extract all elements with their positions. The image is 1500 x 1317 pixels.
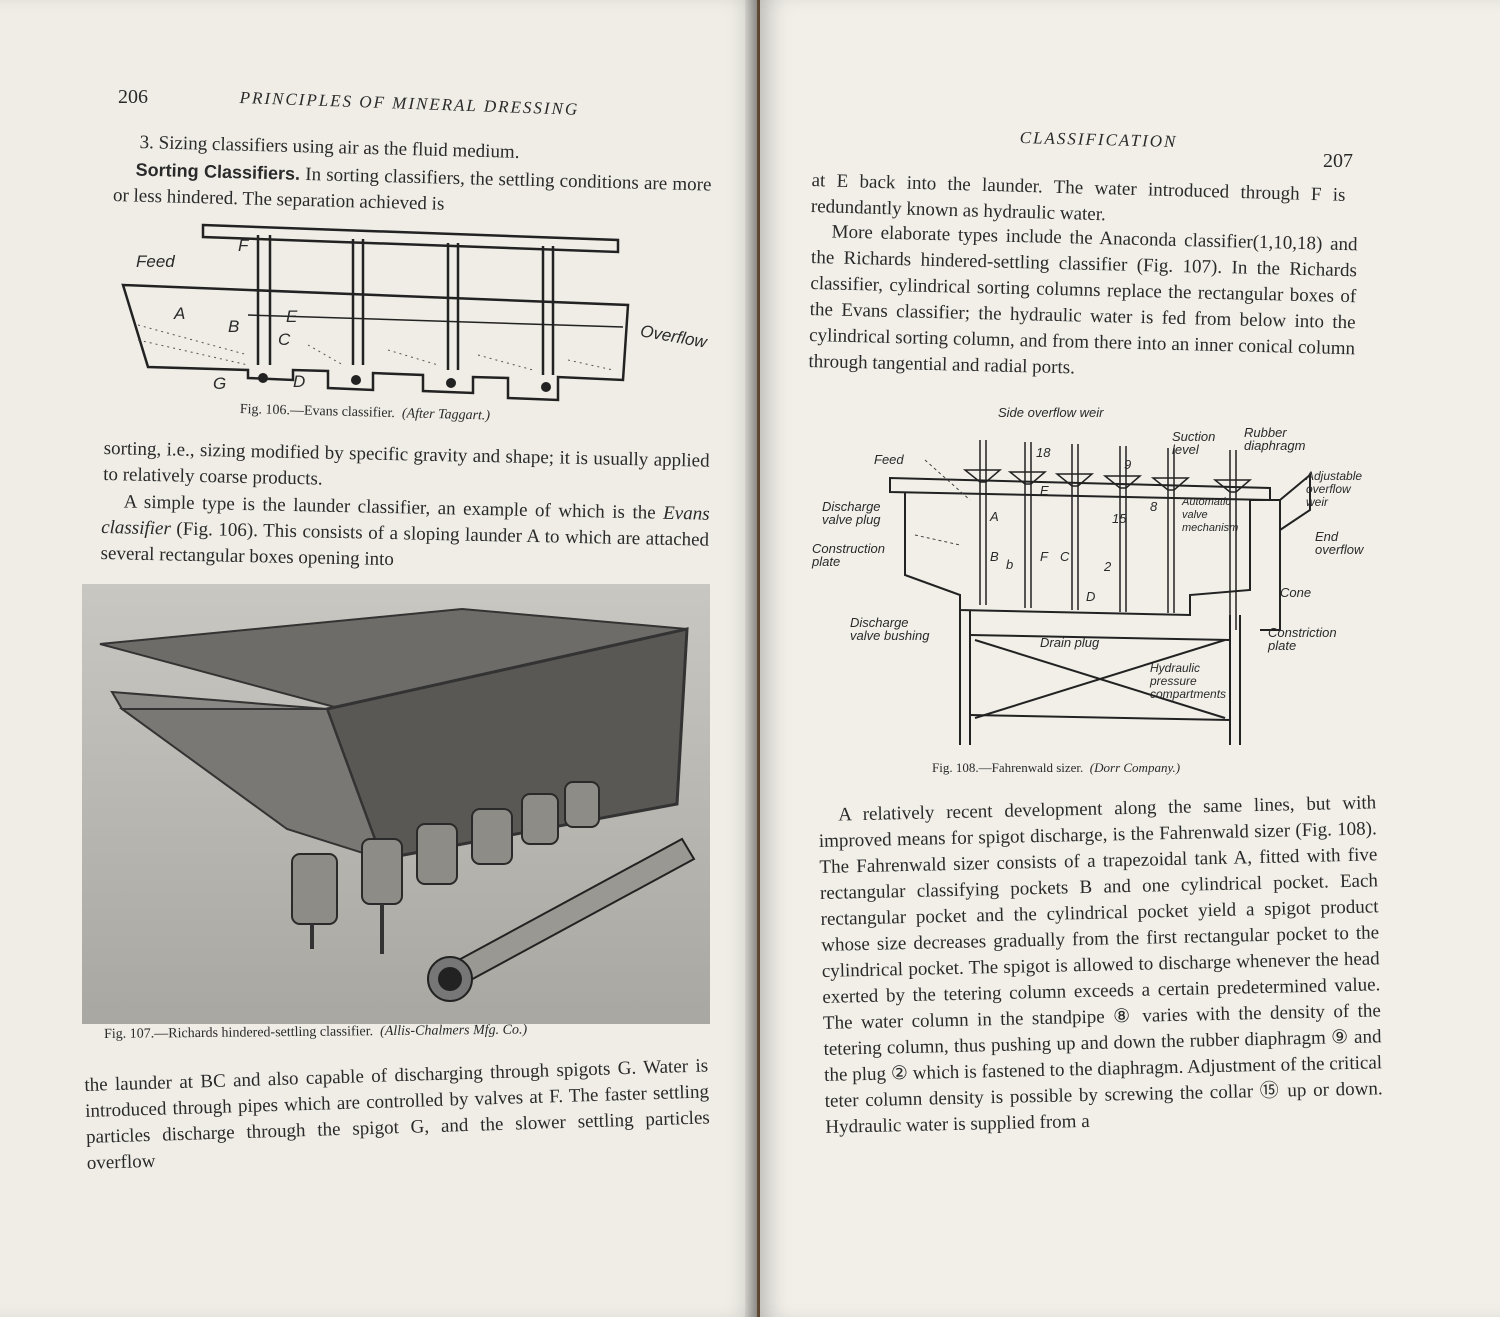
fig108-label-side-overflow-weir: Side overflow weir [998, 405, 1104, 420]
page-number-right: 207 [1323, 150, 1353, 172]
fig106-label-G: G [213, 374, 227, 393]
fig108-label-feed: Feed [874, 452, 904, 467]
fig106-label-E: E [286, 307, 298, 326]
fig108-label-end-overflow: End overflow [1315, 529, 1364, 557]
figure-108-fahrenwald-sizer: Side overflow weir Suction level Rubber … [810, 400, 1370, 760]
richards-classifier-photo [82, 584, 710, 1024]
running-head-left: PRINCIPLES OF MINERAL DRESSING [239, 88, 580, 119]
fig107-caption-main: Fig. 107.—Richards hindered-settling cla… [104, 1024, 374, 1042]
evans-classifier-diagram [121, 223, 630, 402]
fig108-caption-main: Fig. 108.—Fahrenwald sizer. [932, 760, 1084, 775]
fig108-label-F: F [1040, 549, 1048, 564]
page-number-left: 206 [118, 86, 148, 108]
fig108-label-A: A [990, 509, 999, 524]
fig108-label-9: 9 [1124, 457, 1132, 472]
fig108-label-15: 15 [1112, 511, 1127, 526]
fig108-label-2: 2 [1104, 559, 1112, 574]
fig108-label-construction-plate: Construction plate [812, 541, 885, 569]
fig108-label-adjustable-overflow-weir: Adjustable overflow weir [1306, 469, 1363, 509]
fig108-label-discharge-valve-bushing: Discharge valve bushing [850, 615, 930, 643]
fig108-label-drain-plug: Drain plug [1040, 635, 1100, 650]
fig108-label-discharge-valve-plug: Discharge valve plug [822, 499, 881, 527]
fig107-caption: Fig. 107.—Richards hindered-settling cla… [104, 1023, 527, 1043]
fig106-caption-credit: (After Taggart.) [401, 406, 491, 424]
figure-107-photo [82, 584, 710, 1024]
right-para-2: More elaborate types include the Anacond… [808, 221, 1358, 379]
fig106-label-D: D [293, 372, 306, 391]
fig108-label-B: B [990, 549, 999, 564]
fig108-label-8: 8 [1150, 499, 1158, 514]
fig108-label-b: b [1006, 557, 1014, 572]
fig108-label-D: D [1086, 589, 1096, 604]
fig106-label-B: B [228, 317, 240, 336]
left-para-4-b: (Fig. 106). This consists of a sloping l… [100, 518, 710, 571]
fahrenwald-sizer-diagram [889, 440, 1311, 745]
fig106-caption: Fig. 106.—Evans classifier. (After Tagga… [240, 402, 491, 425]
fig108-label-suction-level: Suction level [1172, 429, 1216, 457]
fig108-label-automatic-valve-mechanism: Automatic valve mechanism [1182, 496, 1239, 534]
fig108-caption: Fig. 108.—Fahrenwald sizer. (Dorr Compan… [932, 760, 1180, 776]
left-para-5: the launder at BC and also capable of di… [84, 1055, 711, 1174]
fig107-caption-credit: (Allis-Chalmers Mfg. Co.) [380, 1022, 528, 1040]
sorting-classifiers-heading: Sorting Classifiers. [135, 159, 301, 184]
fig106-label-C: C [278, 330, 291, 349]
left-page: 206 PRINCIPLES OF MINERAL DRESSING 3. Si… [0, 0, 757, 1317]
left-para-4: A simple type is the launder classifier,… [100, 489, 710, 580]
fig108-label-hydraulic-pressure-compartments: Hydraulic pressure compartments [1150, 661, 1227, 701]
right-page: CLASSIFICATION 207 at E back into the la… [760, 0, 1500, 1317]
right-para-3: A relatively recent development along th… [818, 792, 1383, 1138]
fig106-label-feed: Feed [136, 252, 175, 271]
fig106-caption-main: Fig. 106.—Evans classifier. [239, 402, 396, 422]
fig108-label-C: C [1060, 549, 1070, 564]
fig108-caption-credit: (Dorr Company.) [1089, 760, 1181, 775]
figure-106-evans-classifier: F Feed A B E C Overflow G D [118, 215, 718, 405]
fig108-label-rubber-diaphragm: Rubber diaphragm [1244, 425, 1306, 453]
fig108-label-E: E [1040, 483, 1049, 498]
fig106-label-A: A [174, 304, 186, 323]
running-head-right: CLASSIFICATION [1019, 128, 1178, 152]
fig108-label-cone: Cone [1280, 585, 1312, 600]
fig108-label-constriction-plate: Constriction plate [1268, 625, 1337, 653]
fig108-label-18: 18 [1036, 445, 1051, 460]
fig106-label-F: F [238, 236, 249, 255]
